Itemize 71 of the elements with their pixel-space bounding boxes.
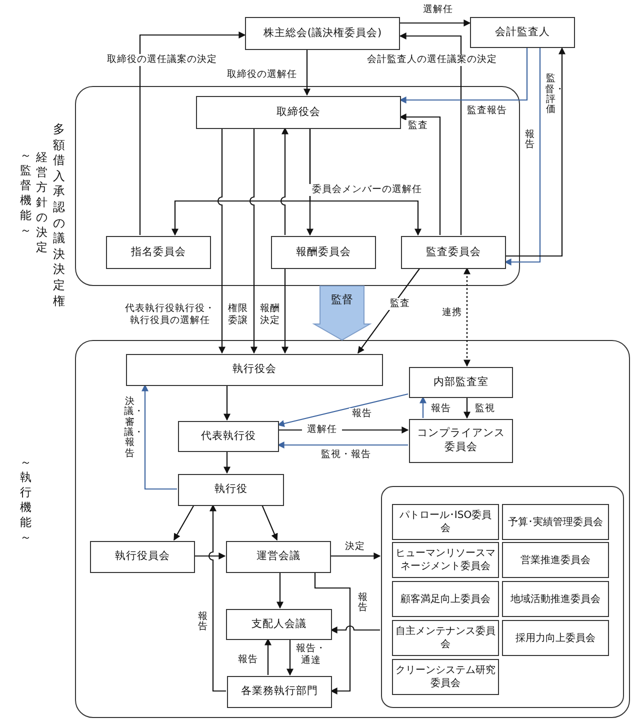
arrow <box>282 268 288 354</box>
section-frame <box>75 340 630 718</box>
edge-label: 監督 <box>330 292 354 308</box>
arrow <box>249 128 258 354</box>
committee-box: パトロール･ISO委員会 <box>392 504 499 540</box>
arrow <box>276 572 284 609</box>
arrow <box>174 504 194 541</box>
arrow <box>309 128 422 236</box>
process-box: 支配人会議 <box>226 609 332 640</box>
arrow <box>358 268 420 354</box>
edge-label: 報告 <box>429 402 453 416</box>
arrow <box>330 625 380 634</box>
process-box: 指名委員会 <box>106 236 211 269</box>
arrow <box>262 504 278 541</box>
arrow <box>142 384 177 490</box>
edge-label: 選解任 <box>302 424 342 436</box>
committee-box: 地域活動推進委員会 <box>502 581 609 617</box>
process-box: 内部監査室 <box>409 367 513 398</box>
arrow <box>399 48 528 104</box>
edge-label: 権限委譲 <box>227 302 249 328</box>
edge-label: 報酬決定 <box>259 302 281 328</box>
vertical-label: 経営方針の決定 <box>36 150 48 255</box>
process-box: 取締役会 <box>196 96 401 129</box>
arrow <box>399 114 441 235</box>
committee-box: クリーンシステム研究委員会 <box>392 659 499 695</box>
arrow <box>277 393 408 427</box>
process-box: 執行役 <box>178 474 284 506</box>
arrow <box>217 128 226 354</box>
arrow <box>330 552 381 560</box>
arrow <box>280 127 288 235</box>
arrow <box>277 442 408 448</box>
arrow <box>314 572 351 694</box>
arrow <box>264 638 272 675</box>
section-frame <box>75 86 520 286</box>
edge-label: 監視 <box>473 402 497 416</box>
arrow <box>286 639 294 676</box>
committee-box: 営業推進委員会 <box>502 542 609 578</box>
committee-box: 採用力向上委員会 <box>502 620 609 656</box>
edge-label: 報告 <box>524 130 536 150</box>
arrow <box>464 267 470 367</box>
block-arrow <box>312 286 372 341</box>
process-box: 代表執行役 <box>178 421 279 452</box>
process-box: 執行役会 <box>126 354 383 386</box>
committee-box: 顧客満足向上委員会 <box>392 581 499 617</box>
arrow <box>505 47 566 257</box>
process-box: 報酬委員会 <box>271 236 376 269</box>
process-box: 株主総会(議決権委員会) <box>245 17 400 50</box>
committee-group-frame <box>381 486 624 708</box>
arrow <box>399 32 462 235</box>
arrow <box>420 396 426 418</box>
process-box: コンプライアンス委員会 <box>409 419 513 463</box>
edge-label: 報告 <box>197 612 209 632</box>
arrow <box>224 385 230 421</box>
process-box: 執行役員会 <box>90 541 195 573</box>
arrow <box>194 552 226 560</box>
committee-box: 自主メンテナンス委員会 <box>392 620 499 656</box>
vertical-label: 多額借入承認の議決決定権 <box>53 122 65 310</box>
process-box: 監査委員会 <box>401 236 506 269</box>
arrow <box>224 451 230 474</box>
process-box: 運営会議 <box>226 541 331 573</box>
process-box: 各業務執行部門 <box>227 676 332 708</box>
committee-box: 予算･実績管理委員会 <box>502 504 609 540</box>
process-box: 会計監査人 <box>470 17 575 48</box>
arrow <box>400 20 471 26</box>
edge-label: 報告 <box>357 592 369 614</box>
arrow <box>304 50 310 96</box>
arrow <box>504 48 541 266</box>
arrow <box>208 504 226 692</box>
arrow <box>139 32 246 235</box>
arrow <box>464 397 470 419</box>
committee-box: ヒューマンリソースマネージメント委員会 <box>392 542 499 578</box>
